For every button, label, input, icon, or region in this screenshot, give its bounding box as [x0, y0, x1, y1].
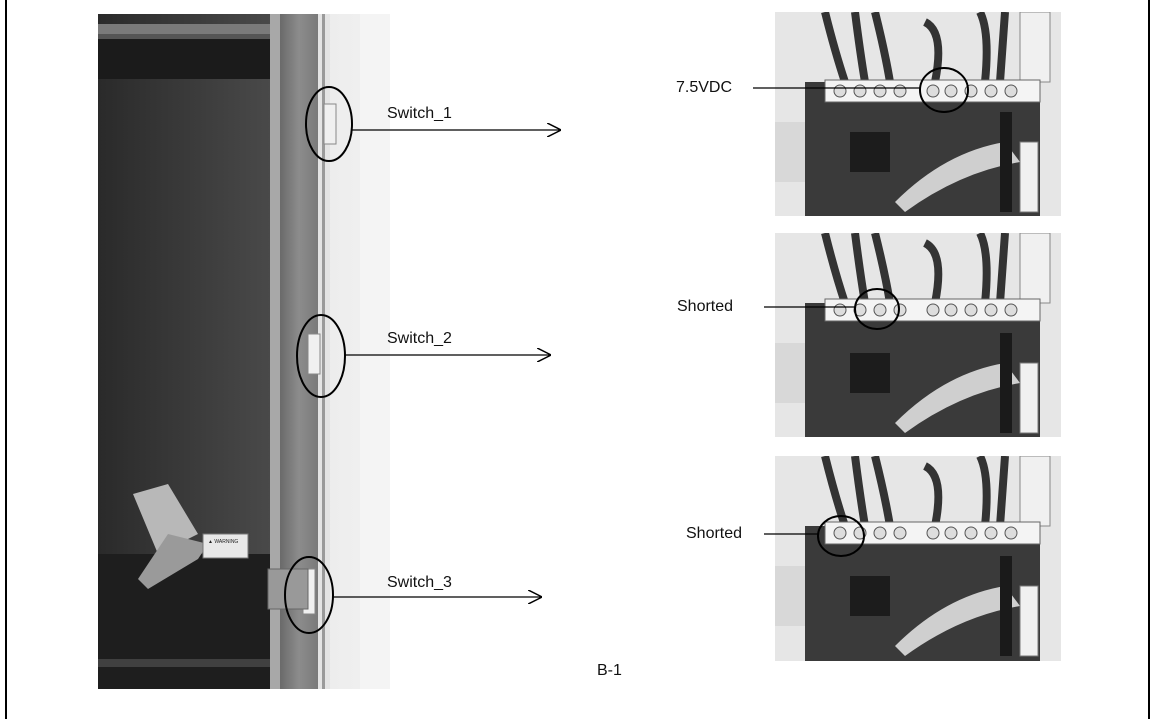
switch-3-highlight-ellipse	[285, 557, 333, 633]
switch-3-label: Switch_3	[387, 574, 452, 592]
board-1-terminal-ellipse	[920, 68, 968, 112]
board-2-terminal-ellipse	[855, 289, 899, 329]
board-1-voltage-label: 7.5VDC	[676, 79, 732, 97]
switch-2-highlight-ellipse	[297, 315, 345, 397]
switch-1-label: Switch_1	[387, 105, 452, 123]
board-3-status-label: Shorted	[686, 525, 742, 543]
page-label: B-1	[597, 662, 622, 680]
board-2-status-label: Shorted	[677, 298, 733, 316]
switch-2-label: Switch_2	[387, 330, 452, 348]
board-3-terminal-ellipse	[818, 516, 864, 556]
switch-1-highlight-ellipse	[306, 87, 352, 161]
